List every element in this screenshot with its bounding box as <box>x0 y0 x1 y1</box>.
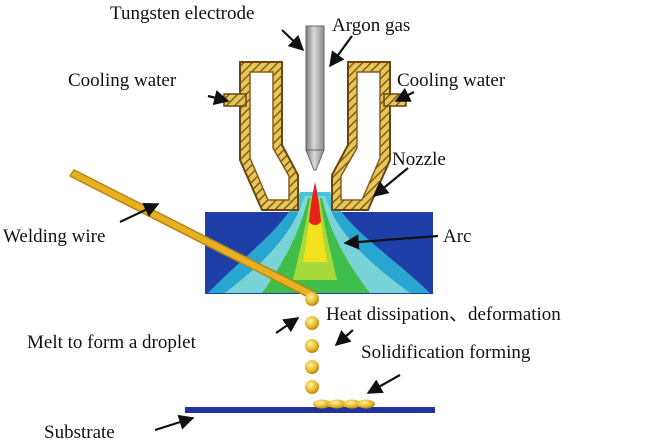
bead-segment <box>313 399 331 409</box>
electrode-tip <box>305 149 325 171</box>
deposited-bead <box>313 399 375 409</box>
label-cooling-water-left: Cooling water <box>68 70 177 91</box>
arrow-electrode <box>281 29 305 52</box>
arrow-substrate <box>154 414 195 432</box>
arrow-wire <box>119 202 160 223</box>
substrate-plate <box>185 407 435 413</box>
label-arc: Arc <box>443 226 471 247</box>
arrow-heat <box>334 329 354 347</box>
nozzle <box>223 61 407 211</box>
label-cooling-water-right: Cooling water <box>397 70 506 91</box>
droplet <box>305 360 319 374</box>
arc-field <box>205 182 433 294</box>
bead-segment <box>328 399 346 409</box>
label-heat-dissipation: Heat dissipation、deformation <box>326 304 561 325</box>
droplet <box>305 380 319 394</box>
droplet <box>305 339 319 353</box>
arrow-cooling-right <box>394 87 415 102</box>
electrode-rod <box>305 25 325 151</box>
arc-yellow-zone <box>303 198 327 262</box>
nozzle-right-channel <box>340 71 381 201</box>
bead-segment <box>357 399 375 409</box>
labels: Tungsten electrode Argon gas Cooling wat… <box>3 3 561 442</box>
droplet <box>305 292 319 306</box>
label-solidification: Solidification forming <box>361 342 531 363</box>
label-nozzle: Nozzle <box>392 149 446 170</box>
droplet <box>305 316 319 330</box>
label-welding-wire: Welding wire <box>3 226 105 247</box>
arrow-droplet <box>275 317 300 334</box>
tungsten-electrode <box>305 25 325 171</box>
label-argon-gas: Argon gas <box>332 15 410 36</box>
welding-wire <box>68 169 317 299</box>
arrow-nozzle <box>372 167 409 197</box>
label-substrate: Substrate <box>44 422 115 442</box>
arrow-solidification <box>366 374 401 394</box>
arrow-arc <box>343 234 439 250</box>
label-tungsten-electrode: Tungsten electrode <box>110 3 254 24</box>
arc-core <box>309 182 321 225</box>
cooling-inlet-right <box>383 93 407 107</box>
bead-segment <box>343 399 361 409</box>
droplets <box>305 292 319 394</box>
arrow-argon <box>329 35 353 68</box>
arrow-cooling-left <box>207 90 230 106</box>
label-melt-droplet: Melt to form a droplet <box>27 332 197 353</box>
nozzle-left-channel <box>249 71 290 201</box>
leader-arrows <box>119 29 439 432</box>
